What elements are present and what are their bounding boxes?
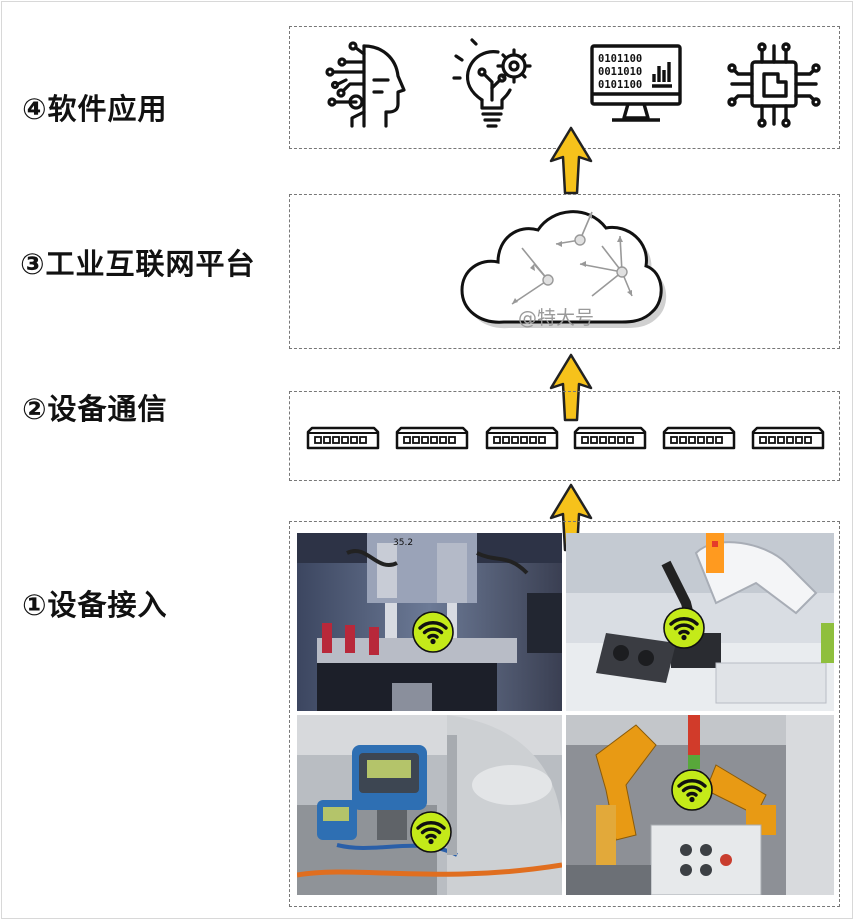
platform-layer-box xyxy=(289,194,840,349)
wifi-icon xyxy=(663,607,705,649)
svg-text:35.2: 35.2 xyxy=(393,538,413,548)
wifi-icon xyxy=(671,769,713,811)
arrow-communication-to-platform xyxy=(549,353,593,422)
cloud-watermark: @特大号 xyxy=(518,307,595,329)
layer-label-platform: ③工业互联网平台 xyxy=(20,247,256,281)
network-switch-icon xyxy=(485,426,559,450)
network-switch-icon xyxy=(306,426,380,450)
binary-line-2: 0011010 xyxy=(598,66,642,78)
network-switch-icon xyxy=(573,426,647,450)
monitor-binary-icon: 0101100 0011010 0101100 xyxy=(590,44,682,122)
cloud-icon xyxy=(460,210,667,329)
wifi-icon xyxy=(412,611,454,653)
lightbulb-gear-icon xyxy=(452,38,532,128)
network-switch-icon xyxy=(395,426,469,450)
network-switch-icon xyxy=(662,426,736,450)
binary-line-1: 0101100 xyxy=(598,53,642,65)
access-layer-box xyxy=(289,521,840,907)
wifi-icon xyxy=(410,811,452,853)
binary-line-3: 0101100 xyxy=(598,79,642,91)
layer-label-software: ④软件应用 xyxy=(22,92,168,126)
flow-meter-photo xyxy=(297,715,562,895)
layer-label-communication: ②设备通信 xyxy=(22,392,168,426)
layer-label-access: ①设备接入 xyxy=(22,588,168,622)
ai-head-icon xyxy=(325,41,406,128)
communication-layer-box xyxy=(289,391,840,481)
chip-icon xyxy=(727,42,821,128)
arrow-platform-to-software xyxy=(549,126,593,195)
network-switch-icon xyxy=(751,426,825,450)
